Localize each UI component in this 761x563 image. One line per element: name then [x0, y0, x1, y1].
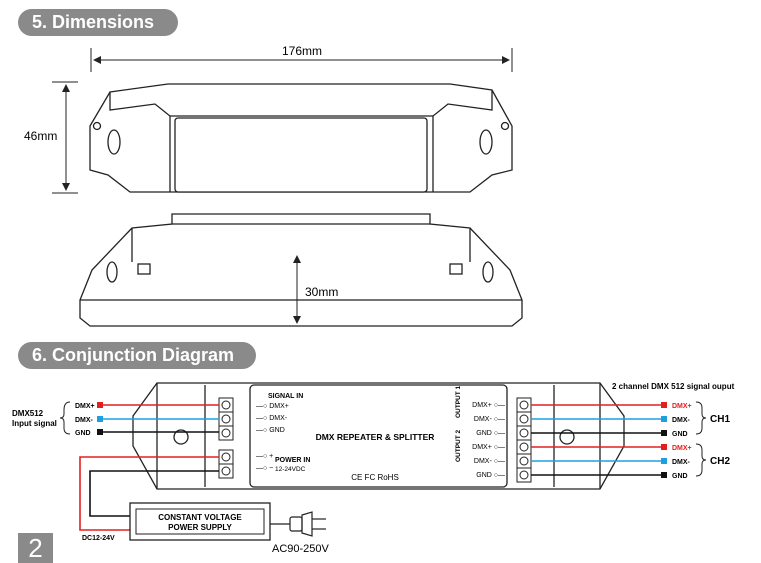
input-brace	[59, 401, 71, 435]
ch1-brace	[695, 401, 707, 435]
dimension-30-group: 30mm	[293, 255, 338, 324]
dimension-length-label: 176mm	[282, 44, 322, 58]
input-terminal-label: DMX-	[75, 417, 94, 424]
power-in-voltage: 12-24VDC	[275, 466, 306, 473]
output-terminal: DMX+ ○—	[472, 444, 505, 451]
power-in-label: POWER IN	[275, 457, 310, 464]
output-terminal: GND ○—	[476, 430, 505, 437]
input-title-1: DMX512	[12, 409, 44, 418]
output-terminal-block	[516, 397, 532, 483]
output1-label: OUTPUT 1	[455, 385, 462, 418]
section-title-conjunction: 6. Conjunction Diagram	[18, 342, 256, 369]
section-title-dimensions: 5. Dimensions	[18, 9, 178, 36]
right-terminal-label: GND	[672, 473, 688, 480]
power-plus-terminal: —○ +	[256, 453, 273, 460]
output-terminal-labels: DMX+ ○— DMX- ○— GND ○— DMX+ ○— DMX- ○— G…	[472, 402, 505, 479]
output-wires	[531, 404, 662, 476]
controller-body	[132, 382, 625, 490]
ch2-brace	[695, 443, 707, 477]
output2-label: OUTPUT 2	[455, 429, 462, 462]
output-terminal: DMX- ○—	[474, 416, 505, 423]
output-dots	[661, 402, 667, 478]
signal-in-terminal: —○ DMX-	[256, 415, 288, 422]
certification-marks: CE FC RoHS	[351, 473, 399, 482]
output-terminal: GND ○—	[476, 472, 505, 479]
power-supply-box: CONSTANT VOLTAGE POWER SUPPLY	[129, 502, 271, 541]
dimension-46-group: 46mm	[24, 81, 78, 194]
ac-plug-icon	[270, 511, 326, 537]
ch1-label: CH1	[710, 414, 730, 425]
ch2-label: CH2	[710, 456, 730, 467]
right-terminal-label: DMX-	[672, 459, 691, 466]
output-terminal: DMX+ ○—	[472, 402, 505, 409]
signal-in-terminal: —○ DMX+	[256, 403, 289, 410]
signal-in-terminal: —○ GND	[256, 427, 285, 434]
signal-in-label: SIGNAL IN	[268, 393, 303, 400]
psu-line-2: POWER SUPPLY	[168, 523, 232, 532]
output-terminal: DMX- ○—	[474, 458, 505, 465]
input-terminal-label: DMX+	[75, 403, 95, 410]
input-plus-dot	[97, 402, 103, 408]
device-side-view	[79, 213, 523, 327]
right-terminal-label: GND	[672, 431, 688, 438]
input-title-2: Input signal	[12, 419, 57, 428]
page-number: 2	[18, 533, 53, 563]
dimension-height-front-label: 46mm	[24, 129, 57, 143]
psu-line-1: CONSTANT VOLTAGE	[158, 513, 242, 522]
input-gnd-dot	[97, 429, 103, 435]
input-terminal-block	[218, 397, 234, 479]
right-terminal-label: DMX-	[672, 417, 691, 424]
input-wires	[100, 404, 219, 433]
dc-voltage-label: DC12-24V	[82, 535, 115, 542]
device-name: DMX REPEATER & SPLITTER	[316, 432, 435, 442]
output-header: 2 channel DMX 512 signal ouput	[612, 382, 735, 391]
power-minus-terminal: —○ −	[256, 465, 273, 472]
input-minus-dot	[97, 416, 103, 422]
right-terminal-label: DMX+	[672, 403, 692, 410]
right-terminal-label: DMX+	[672, 445, 692, 452]
input-terminal-label: GND	[75, 430, 91, 437]
power-minus-wire	[89, 470, 219, 517]
dimension-176-group: 176mm	[90, 44, 513, 72]
device-top-view	[89, 83, 513, 193]
dimension-height-side-label: 30mm	[305, 285, 338, 299]
ac-voltage-label: AC90-250V	[272, 543, 330, 555]
power-plus-wire	[79, 456, 219, 531]
